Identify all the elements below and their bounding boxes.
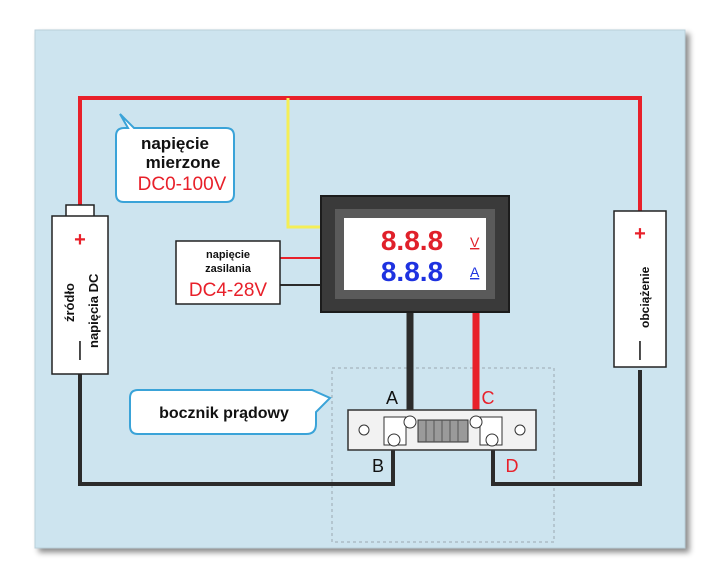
source-label-line2: napięcia DC	[86, 273, 101, 348]
shunt-screw-a	[403, 415, 417, 429]
source-battery: + | źródło napięcia DC	[51, 204, 109, 375]
shunt-mount-hole-right	[514, 424, 526, 436]
terminal-label-b: B	[372, 456, 384, 476]
source-minus: |	[77, 339, 82, 361]
shunt-screw-b	[387, 433, 401, 447]
source-label-line1: źródło	[62, 283, 77, 322]
shunt-mount-hole-left	[358, 424, 370, 436]
wire-source-to-b	[78, 373, 395, 486]
load-device: + | obciążenie	[613, 210, 667, 368]
callout-measured-line2: mierzone	[146, 153, 221, 172]
meter-volt-unit: V	[470, 234, 480, 250]
callout-measured-voltage: napięcie mierzone DC0-100V	[115, 113, 235, 203]
shunt-screw-c	[469, 415, 483, 429]
volt-amp-meter: 8.8.8 V 8.8.8 A	[320, 195, 510, 313]
current-shunt	[347, 409, 537, 451]
supply-voltage-box: napięcie zasilania DC4-28V	[175, 240, 281, 305]
callout-shunt: bocznik prądowy	[129, 389, 332, 435]
terminal-label-a: A	[386, 388, 398, 408]
callout-measured-range: DC0-100V	[138, 174, 227, 195]
shunt-dashed-frame	[331, 367, 555, 543]
terminal-label-d: D	[506, 456, 519, 476]
supply-line2: zasilania	[205, 263, 252, 275]
wire-red-top	[78, 96, 642, 213]
terminal-label-c: C	[482, 388, 495, 408]
shunt-element	[417, 419, 469, 443]
shunt-screw-d	[485, 433, 499, 447]
supply-line1: napięcie	[206, 249, 250, 261]
meter-volt-digits: 8.8.8	[381, 225, 443, 256]
load-minus: |	[637, 339, 642, 361]
wire-d-to-load	[491, 370, 642, 486]
callout-shunt-label: bocznik prądowy	[159, 405, 289, 422]
callout-measured-line1: napięcie	[141, 134, 209, 153]
source-plus: +	[74, 229, 86, 251]
meter-amp-digits: 8.8.8	[381, 256, 443, 287]
wire-yellow-measure	[286, 98, 322, 229]
meter-amp-unit: A	[470, 264, 480, 280]
load-label: obciążenie	[638, 266, 652, 328]
supply-range: DC4-28V	[189, 280, 267, 301]
load-plus: +	[634, 223, 646, 245]
